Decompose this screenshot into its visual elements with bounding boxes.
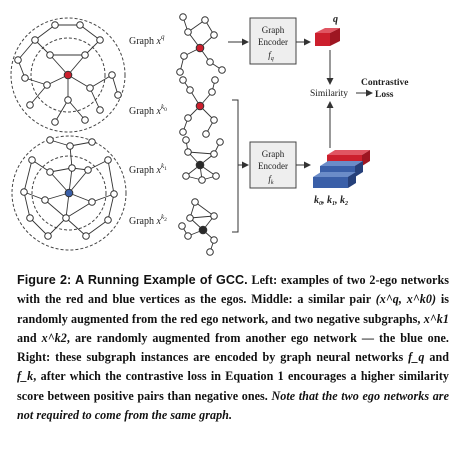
- caption-and: and: [17, 330, 42, 345]
- q-label: q: [333, 14, 338, 25]
- svg-text:Encoder: Encoder: [258, 37, 288, 47]
- subgraph-xk0: [179, 76, 219, 138]
- label-graph-xk1: Graph xk1: [129, 162, 167, 176]
- q-embedding: [315, 28, 340, 46]
- blue-ego-network: [11, 135, 127, 251]
- red-ego-node: [63, 70, 73, 80]
- encoder-q: Graph Encoder fq: [249, 17, 297, 65]
- subgraph-xq: [176, 13, 226, 76]
- caption-fq: f_q: [408, 350, 425, 365]
- gcc-figure: Graph xq Graph xk0 Graph xk1 Graph xk2: [10, 13, 409, 256]
- svg-text:fq: fq: [268, 50, 274, 62]
- label-graph-xq: Graph xq: [129, 33, 165, 47]
- contrastive-loss-label: Contrastive: [361, 78, 409, 88]
- svg-text:Graph: Graph: [262, 25, 285, 35]
- caption-neg1: x^k1: [423, 311, 449, 326]
- k-label: k0, k1, k2: [314, 195, 348, 207]
- subgraph-xk1: [182, 136, 224, 184]
- label-graph-xk2: Graph xk2: [129, 213, 167, 227]
- k-embeddings: [313, 150, 370, 188]
- caption-and2: and: [424, 350, 449, 365]
- caption-part4: , after which the contrastive loss in Eq…: [17, 369, 449, 403]
- svg-text:Graph: Graph: [262, 149, 285, 159]
- red-ego-network: [10, 17, 126, 133]
- caption-part2: is randomly augmented from the red ego n…: [17, 292, 450, 326]
- caption-title: Figure 2: A Running Example of GCC.: [17, 273, 248, 287]
- keys-bracket: [232, 99, 249, 233]
- contrastive-loss-label-2: Loss: [375, 90, 394, 100]
- svg-text:fk: fk: [268, 174, 274, 186]
- caption-note: Note that the two ego networks are not r…: [17, 388, 449, 423]
- figure-caption: Figure 2: A Running Example of GCC. Left…: [17, 271, 449, 425]
- caption-pair: (x^q, x^k0): [375, 292, 437, 307]
- encoder-k: Graph Encoder fk: [249, 141, 297, 189]
- svg-text:Encoder: Encoder: [258, 161, 288, 171]
- blue-ego-node: [64, 188, 74, 198]
- similarity-label: Similarity: [310, 89, 348, 99]
- caption-neg2: x^k2: [41, 330, 67, 345]
- caption-part1: Left: examples of two 2-ego networks wit…: [17, 273, 449, 307]
- label-graph-xk0: Graph xk0: [129, 103, 167, 117]
- subgraph-xk2: [178, 198, 218, 256]
- caption-part3: , are randomly augmented from another eg…: [17, 330, 449, 365]
- caption-fk: f_k: [17, 369, 34, 384]
